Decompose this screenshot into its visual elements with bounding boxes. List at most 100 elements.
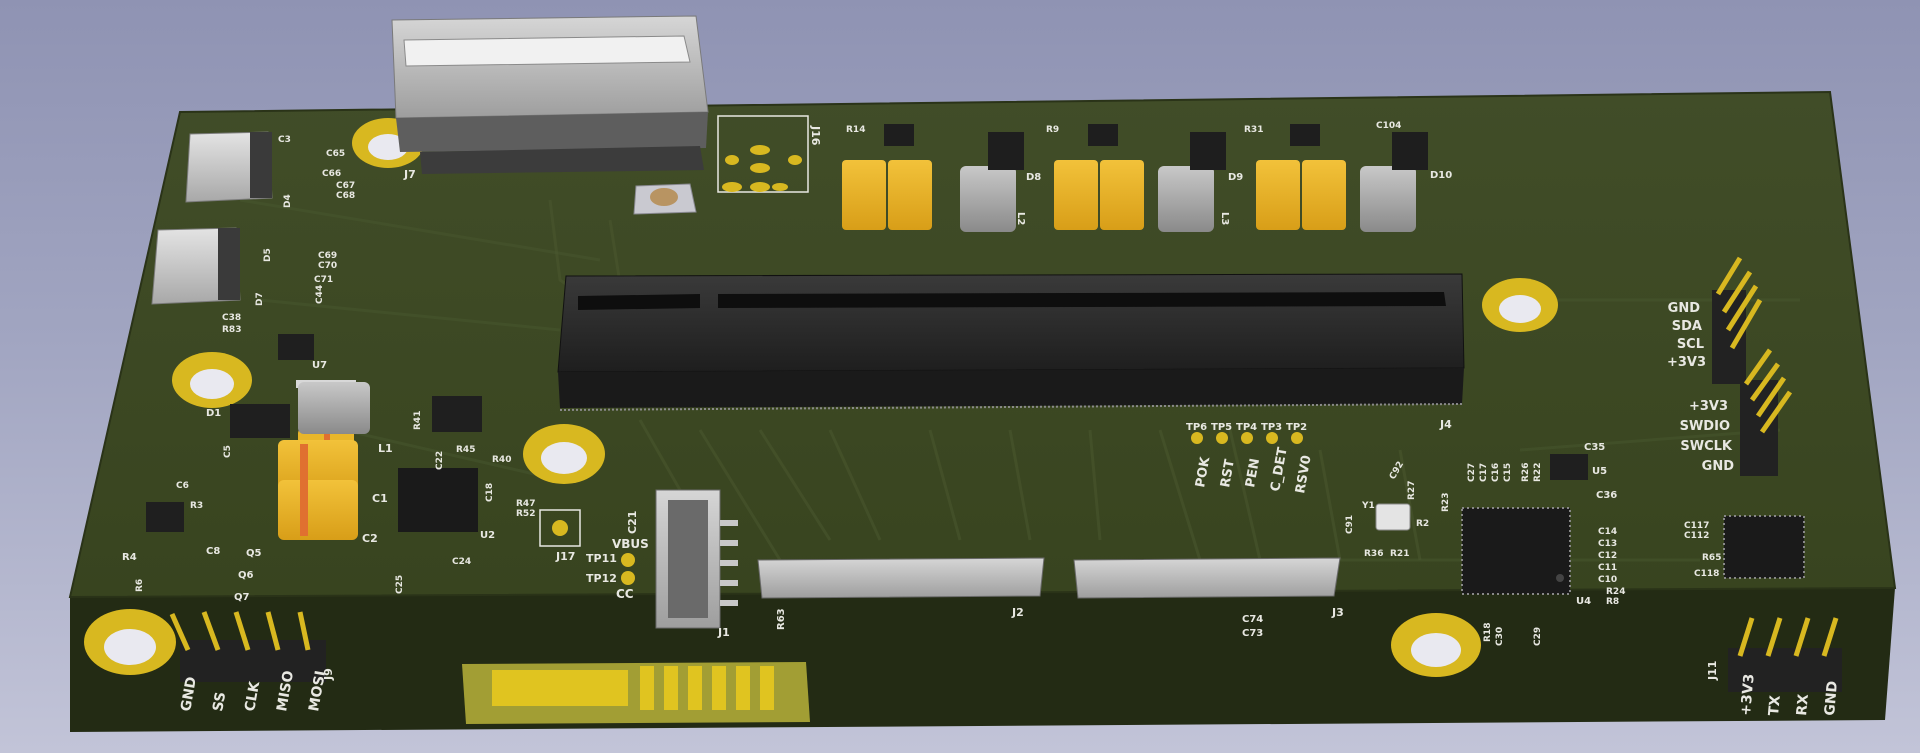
ref-label: C91 (1345, 515, 1355, 534)
silk-j9-pins: GND SS CLK MISO MOSI (178, 669, 329, 712)
silk-j4: J4 (1439, 418, 1452, 431)
ref-label: R31 (1244, 125, 1263, 135)
pcie-slot-j4 (557, 273, 1465, 411)
ref-label: R9 (1046, 125, 1059, 135)
ref-label: D4 (283, 194, 293, 208)
swd-pin-label: SWDIO (1680, 419, 1730, 434)
ref-label: Y1 (1361, 501, 1375, 511)
tp12-label: TP12 (586, 572, 617, 585)
connector-j16 (717, 115, 809, 193)
ref-label: R27 (1407, 481, 1417, 500)
ref-label: C36 (1596, 490, 1617, 501)
j9-pin-label: SS (210, 691, 229, 713)
ref-label: C12 (1598, 551, 1617, 561)
ref-label: C73 (1242, 628, 1263, 639)
ref-label: R6 (135, 579, 145, 592)
silk-swd-pins: +3V3 SWDIO SWCLK GND (1680, 399, 1735, 474)
j9-pin-label: GND (178, 676, 200, 713)
ref-label: L2 (1015, 212, 1026, 225)
silk-j7: J7 (403, 168, 416, 181)
tp-net-label: POK (1193, 455, 1213, 489)
ref-label: Q6 (238, 570, 254, 581)
ffc-connectors (757, 557, 1341, 599)
ref-label: L1 (378, 442, 393, 455)
ref-label: R40 (492, 455, 511, 465)
tp12-net: CC (616, 587, 634, 601)
tp11-net: VBUS (612, 537, 649, 551)
ref-label: C18 (485, 483, 495, 502)
j11-pin-label: +3V3 (1738, 673, 1758, 716)
ref-label: D7 (255, 292, 265, 306)
mcu-swd-ic (1723, 515, 1805, 579)
ref-label: R24 (1606, 587, 1625, 597)
crystal-y1 (1375, 503, 1411, 531)
ref-label: R65 (1702, 553, 1721, 563)
ref-label: R41 (413, 411, 423, 430)
ref-label: R3 (190, 501, 203, 511)
ref-label: U5 (1592, 466, 1607, 477)
ref-label: R45 (456, 445, 475, 455)
ref-label: C112 (1684, 531, 1709, 541)
ref-label: C5 (223, 445, 233, 458)
silk-test-points: TP6 TP5 TP4 TP3 TP2 POK RST PEN C_DET RS… (586, 422, 1315, 601)
push-button (633, 183, 697, 215)
ref-label: R52 (516, 509, 535, 519)
swd-pin-label: GND (1702, 459, 1735, 474)
tp-net-label: PEN (1243, 457, 1263, 488)
ref-label: U2 (480, 530, 495, 541)
swd-pin-label: SWCLK (1680, 439, 1733, 454)
i2c-pin-label: GND (1668, 301, 1701, 316)
ref-label: C3 (278, 135, 291, 145)
ref-label: C2 (362, 532, 378, 545)
pin-header-swd (1740, 348, 1793, 476)
ref-label: D8 (1026, 172, 1041, 183)
ref-label: R14 (846, 125, 865, 135)
mcu-u4 (1461, 507, 1571, 595)
tp-net-label: RST (1218, 458, 1238, 489)
ref-label: C21 (626, 511, 639, 534)
ref-label: C38 (222, 313, 241, 323)
ref-label: C70 (318, 261, 337, 271)
silk-j2: J2 (1011, 606, 1024, 619)
usb-c-connectors (151, 131, 273, 305)
u5-ic (1550, 454, 1588, 480)
pin-header-i2c (1712, 256, 1763, 384)
ref-label: R26 (1521, 463, 1531, 482)
ref-label: C27 (1467, 463, 1477, 482)
silk-j1: J1 (717, 626, 730, 639)
tp-label: TP2 (1286, 422, 1307, 433)
ref-label: R21 (1390, 549, 1409, 559)
ref-label: C8 (206, 546, 220, 557)
silk-j9-ref: J9 (322, 668, 335, 681)
connector-j1 (655, 489, 738, 629)
connector-j7 (391, 15, 709, 174)
ref-label: R63 (776, 608, 787, 630)
ref-label: C24 (452, 557, 471, 567)
ref-label: R2 (1416, 519, 1429, 529)
ref-label: Q7 (234, 592, 250, 603)
ref-label: C25 (395, 575, 405, 594)
ref-label: C104 (1376, 121, 1401, 131)
silk-refdes: L1 L2 L3 C1 C2 U2 U4 U5 U7 D1 D4 D5 D7 D… (122, 121, 1721, 646)
swd-pin-label: +3V3 (1689, 399, 1728, 414)
silk-j16: J16 (809, 125, 822, 146)
ref-label: C66 (322, 169, 341, 179)
ref-label: C118 (1694, 569, 1719, 579)
ref-label: D10 (1430, 170, 1452, 181)
tp-label: TP3 (1261, 422, 1282, 433)
pin-header-j11 (1728, 617, 1842, 692)
pin-header-j9 (169, 611, 326, 682)
tp11-label: TP11 (586, 552, 617, 565)
ref-label: C22 (435, 451, 445, 470)
ref-label: C15 (1503, 463, 1513, 482)
i2c-pin-label: SCL (1677, 337, 1704, 352)
ref-label: C44 (315, 285, 325, 304)
tp-label: TP6 (1186, 422, 1207, 433)
ref-label: C13 (1598, 539, 1617, 549)
ref-label: R4 (122, 552, 137, 563)
ref-label: C10 (1598, 575, 1617, 585)
ref-label: C30 (1495, 627, 1505, 646)
ref-label: D9 (1228, 172, 1243, 183)
ref-label: C6 (176, 481, 189, 491)
